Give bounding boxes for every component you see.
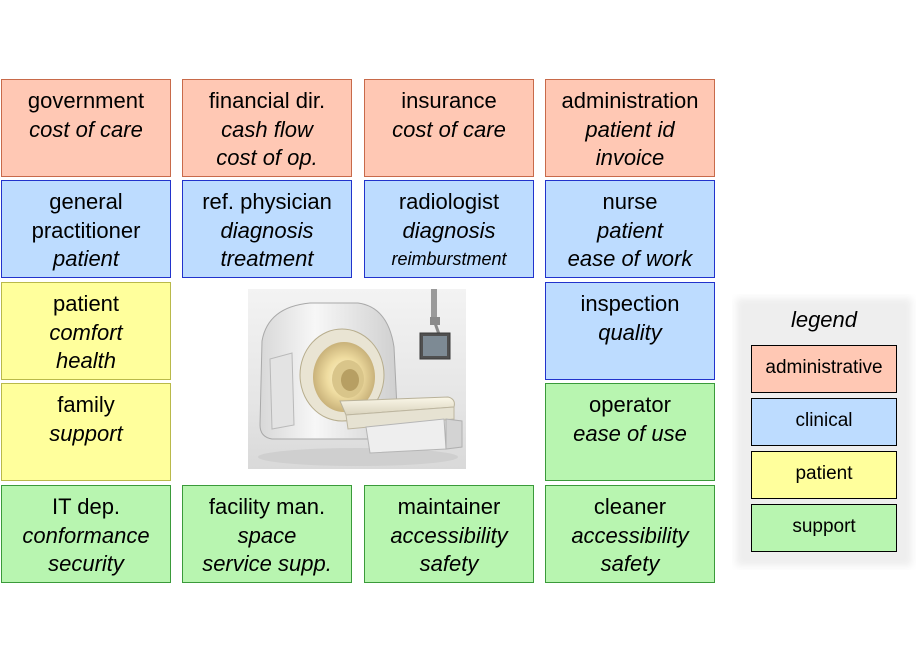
stakeholder-concern: accessibility — [571, 522, 689, 548]
stakeholder-nurse: nurse patient ease of work — [545, 180, 715, 278]
stakeholder-concern: reimburstment — [391, 249, 507, 269]
stakeholder-name: patient — [52, 291, 120, 316]
stakeholder-facility-man: facility man. space service supp. — [182, 485, 352, 583]
stakeholder-name: insurance — [401, 88, 497, 113]
legend-item-clinical: clinical — [751, 398, 897, 446]
stakeholder-inspection: inspection quality — [545, 282, 715, 380]
stakeholder-administration: administration patient id invoice — [545, 79, 715, 177]
legend-item-patient: patient — [751, 451, 897, 499]
stakeholder-concern: cost of op. — [216, 145, 318, 170]
stakeholder-name: facility man. — [208, 494, 326, 519]
stakeholder-it-dep: IT dep. conformance security — [1, 485, 171, 583]
stakeholder-concern: cost of care — [392, 116, 506, 142]
stakeholder-concern: invoice — [595, 145, 665, 170]
stakeholder-name: practitioner — [31, 217, 141, 243]
stakeholder-name: financial dir. — [208, 88, 326, 113]
stakeholder-concern: ease of use — [573, 420, 687, 446]
stakeholder-concern: quality — [598, 319, 662, 345]
stakeholder-name: government — [27, 88, 145, 113]
stakeholder-concern: ease of work — [567, 246, 693, 271]
stakeholder-ref-physician: ref. physician diagnosis treatment — [182, 180, 352, 278]
stakeholder-financial-dir: financial dir. cash flow cost of op. — [182, 79, 352, 177]
stakeholder-name: inspection — [580, 291, 680, 316]
stakeholder-concern: diagnosis — [220, 217, 314, 243]
stakeholder-operator: operator ease of use — [545, 383, 715, 481]
stakeholder-insurance: insurance cost of care — [364, 79, 534, 177]
stakeholder-concern: service supp. — [202, 551, 332, 576]
stakeholder-name: maintainer — [397, 494, 501, 519]
stakeholder-name: family — [57, 392, 115, 417]
stakeholder-general-practitioner: general practitioner patient — [1, 180, 171, 278]
stakeholder-concern: patient — [596, 217, 664, 243]
legend-title: legend — [790, 307, 858, 332]
stakeholder-concern: conformance — [22, 522, 150, 548]
stakeholder-name: IT dep. — [51, 494, 121, 519]
mri-scanner-image — [248, 289, 466, 469]
stakeholder-concern: safety — [419, 551, 479, 576]
stakeholder-cleaner: cleaner accessibility safety — [545, 485, 715, 583]
stakeholder-concern: cash flow — [221, 116, 313, 142]
mri-scanner-illustration — [258, 289, 463, 466]
stakeholder-name: general — [49, 189, 123, 214]
legend-item-administrative: administrative — [751, 345, 897, 393]
stakeholder-concern: cost of care — [29, 116, 143, 142]
stakeholder-concern: patient id — [585, 116, 675, 142]
stakeholder-radiologist: radiologist diagnosis reimburstment — [364, 180, 534, 278]
legend: legend administrative clinical patient s… — [732, 294, 916, 570]
stakeholder-concern: security — [48, 551, 124, 576]
stakeholder-name: nurse — [602, 189, 658, 214]
stakeholder-concern: support — [49, 420, 123, 446]
stakeholder-concern: health — [56, 348, 116, 373]
stakeholder-name: administration — [561, 88, 699, 113]
stakeholder-name: operator — [589, 392, 671, 417]
stakeholder-concern: patient — [52, 246, 120, 271]
stakeholder-family: family support — [1, 383, 171, 481]
stakeholder-concern: space — [237, 522, 297, 548]
legend-item-support: support — [751, 504, 897, 552]
stakeholder-concern: treatment — [220, 246, 314, 271]
stakeholder-name: radiologist — [398, 189, 500, 214]
stakeholder-concern: accessibility — [390, 522, 508, 548]
stakeholder-government: government cost of care — [1, 79, 171, 177]
stakeholder-maintainer: maintainer accessibility safety — [364, 485, 534, 583]
stakeholder-name: ref. physician — [202, 189, 332, 214]
stakeholder-concern: safety — [600, 551, 660, 576]
stakeholder-concern: comfort — [49, 319, 123, 345]
stakeholder-concern: diagnosis — [402, 217, 496, 243]
stakeholder-name: cleaner — [593, 494, 667, 519]
stakeholder-patient: patient comfort health — [1, 282, 171, 380]
